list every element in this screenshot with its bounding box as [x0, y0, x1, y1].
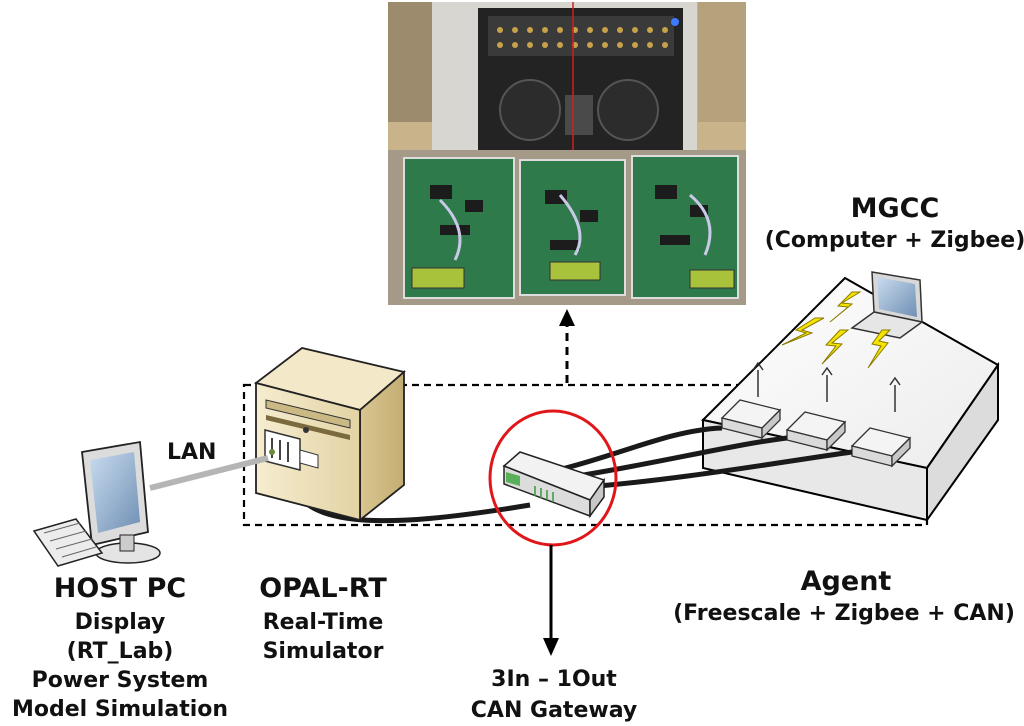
gateway-line: CAN Gateway: [470, 698, 638, 723]
downward-arrow: [543, 545, 559, 656]
opal-rt-line: Real-Time: [262, 610, 384, 635]
upward-dashed-arrow: [559, 309, 575, 383]
host-pc-line: Power System: [31, 668, 209, 693]
agent-module-icon: [850, 376, 912, 468]
lan-label: LAN: [167, 440, 217, 465]
agent-title: Agent: [800, 566, 892, 597]
mgcc-subtitle: (Computer + Zigbee): [764, 228, 1024, 253]
host-pc-line: Model Simulation: [11, 697, 229, 722]
lightning-icon: [781, 291, 892, 369]
agent-subtitle: (Freescale + Zigbee + CAN): [673, 601, 1015, 626]
gateway-highlight-circle: [488, 409, 618, 547]
agent-module-icon: [785, 366, 847, 452]
opal-rt-description: Real-Time Simulator: [248, 608, 398, 666]
keyboard-icon: [32, 518, 104, 567]
host-pc-title: HOST PC: [53, 573, 187, 604]
agent-module-icon: [720, 361, 782, 440]
server-tower-icon: [253, 347, 406, 522]
agent-platform: [700, 276, 1000, 524]
monitor-icon: [81, 440, 161, 564]
system-boundary-box: [242, 383, 929, 527]
host-pc-line: Display: [74, 610, 166, 635]
laptop-icon: [850, 271, 924, 339]
host-pc-description: Display (RT_Lab) Power System Model Simu…: [0, 608, 240, 724]
photo-lab-hardware: [388, 2, 746, 305]
opal-rt-title: OPAL-RT: [259, 573, 387, 604]
gateway-line: 3In – 1Out: [491, 667, 617, 692]
can-gateway-device-icon: [502, 451, 606, 519]
mgcc-title: MGCC: [850, 193, 940, 224]
gateway-description: 3In – 1Out CAN Gateway: [454, 664, 654, 726]
lan-cable: [149, 455, 269, 491]
opal-rt-line: Simulator: [262, 639, 384, 664]
host-pc-line: (RT_Lab): [66, 639, 174, 664]
